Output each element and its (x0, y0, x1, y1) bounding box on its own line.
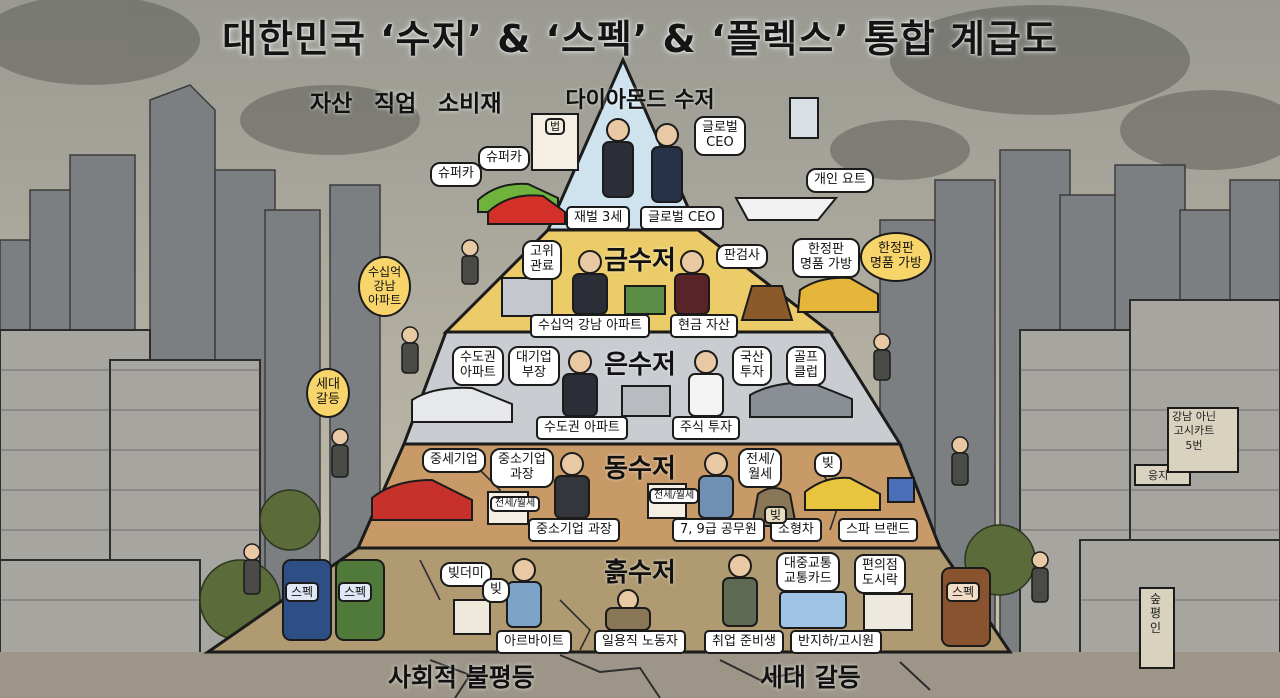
page-title: 대한민국 ‘수저’ & ‘스펙’ & ‘플렉스’ 통합 계급도 (222, 17, 1058, 61)
debt-bag-label: 빚 (764, 506, 788, 525)
label-chaebol: 재벌 3세 (566, 206, 631, 230)
contract-label: 법 (545, 118, 566, 136)
vehicles (371, 182, 881, 521)
label-smb-manager: 중소기업 과장 (528, 518, 620, 542)
smoke-clouds (0, 0, 1280, 180)
label-stock-investment: 주식 투자 (672, 416, 740, 440)
figure-judge (674, 250, 710, 315)
bubble-jeonse-wolse: 전세/ 월세 (738, 448, 783, 488)
bubble-domestic-investment: 국산 투자 (732, 346, 772, 386)
caption-generation-conflict: 세대 갈등 (760, 663, 861, 692)
label-cash-assets: 현금 자산 (670, 314, 738, 338)
bubble-debt: 빚 (814, 452, 842, 477)
figure-laborer (605, 589, 651, 631)
bubble-supercar-2: 슈퍼카 (478, 146, 530, 171)
figure-doctor (688, 350, 724, 417)
climbers (243, 239, 1049, 603)
bubble-prosecutor: 판검사 (716, 244, 768, 269)
label-semi-basement: 반지하/고시원 (790, 630, 883, 654)
figure-chaebol (602, 118, 634, 198)
bubble-mid-company: 중세기업 (422, 448, 486, 473)
tier-title-diamond: 다이아몬드 수저 (565, 88, 715, 113)
figure-civil-servant (698, 452, 734, 519)
bubble-yacht: 개인 요트 (806, 168, 874, 193)
label-global-ceo: 글로벌 CEO (640, 206, 724, 230)
bubble-transit-card: 대중교통 교통카드 (776, 552, 840, 592)
tier-title-silver: 은수저 (604, 350, 676, 380)
ground (0, 652, 1280, 698)
document-jeonse-2: 전세/월세 (649, 488, 700, 504)
document-jeonse-1: 전세/월세 (490, 496, 541, 512)
category-job: 직업 (374, 91, 417, 117)
figure-smb-manager (554, 452, 590, 519)
bubble-luxury-bag-2: 한정판 명품 가방 (860, 232, 932, 282)
sign-gangnam-cart: 강남 아닌 고시카트 5번 (1172, 410, 1216, 452)
bubble-convenience-lunch: 편의점 도시락 (854, 554, 906, 594)
label-gangnam-apartment: 수십억 강남 아파트 (530, 314, 650, 338)
figure-parttimer (506, 558, 542, 628)
window-grid (0, 369, 1280, 601)
bubble-luxury-bag-1: 한정판 명품 가방 (792, 238, 860, 278)
sign-vertical: 숲평인 (1150, 592, 1162, 635)
tier-title-dirt: 흙수저 (604, 558, 676, 588)
spec-bag-label-3: 스펙 (946, 582, 981, 603)
label-civil-servant: 7, 9급 공무원 (672, 518, 765, 542)
caption-social-inequality: 사회적 불평등 (388, 663, 535, 692)
bubble-corp-manager: 대기업 부장 (508, 346, 560, 386)
bubble-high-official: 고위 관료 (522, 240, 562, 280)
bubble-gangnam-apartment: 수십억 강남 아파트 (358, 256, 412, 318)
category-asset: 자산 (310, 91, 353, 117)
label-job-seeker: 취업 준비생 (704, 630, 784, 654)
category-consumer-goods: 소비재 (438, 91, 502, 117)
tier-title-bronze: 동수저 (604, 454, 676, 484)
bubble-supercar-1: 슈퍼카 (430, 162, 482, 187)
bubble-debt-small: 빚 (482, 578, 510, 603)
label-spa-brand: 스파 브랜드 (838, 518, 918, 542)
label-parttime: 아르바이트 (496, 630, 572, 654)
spec-bag-label-2: 스펙 (338, 582, 373, 603)
figure-manager (562, 350, 598, 417)
figure-jobseeker (722, 554, 758, 627)
bubble-generation-conflict: 세대 갈등 (306, 368, 350, 418)
bubble-smb-manager: 중소기업 과장 (490, 448, 554, 488)
label-metro-apartment: 수도권 아파트 (536, 416, 628, 440)
figure-ceo (651, 123, 683, 203)
bubble-golf-club: 골프 클럽 (786, 346, 826, 386)
label-day-laborer: 일용직 노동자 (594, 630, 686, 654)
spec-bag-label-1: 스펙 (285, 582, 320, 603)
tier-title-gold: 금수저 (604, 246, 676, 276)
ground-cracks (429, 654, 931, 698)
bubble-global-ceo: 글로벌 CEO (694, 116, 746, 156)
bubble-metro-apartment: 수도권 아파트 (452, 346, 504, 386)
sign-small: 응지 (1148, 469, 1169, 482)
